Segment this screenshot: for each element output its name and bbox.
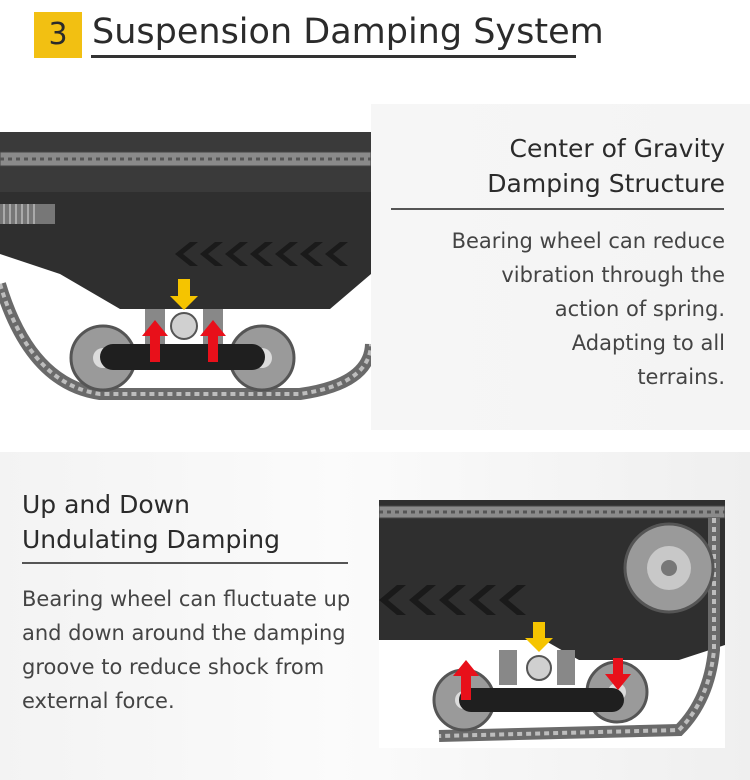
section1-heading: Center of Gravity Damping Structure	[487, 131, 725, 201]
section2-heading-line: Undulating Damping	[22, 525, 280, 554]
section2-body-line: and down around the damping	[22, 621, 346, 645]
section1-body-line: Bearing wheel can reduce	[451, 229, 725, 253]
section2-heading-line: Up and Down	[22, 490, 190, 519]
section1-body-line: action of spring.	[554, 297, 725, 321]
title-underline	[91, 55, 576, 58]
section2-body-line: external force.	[22, 689, 175, 713]
section1-heading-line: Damping Structure	[487, 169, 725, 198]
section2-divider	[22, 562, 348, 564]
section1-body-line: Adapting to all	[571, 331, 725, 355]
section2-body-line: Bearing wheel can fluctuate up	[22, 587, 351, 611]
section-number-badge: 3	[34, 12, 82, 58]
section1-description: Bearing wheel can reduce vibration throu…	[452, 224, 725, 394]
section-title: Suspension Damping System	[92, 12, 604, 52]
section1-divider	[391, 208, 724, 210]
suspension-photo-center-gravity	[0, 104, 371, 430]
section2-description: Bearing wheel can fluctuate up and down …	[22, 582, 350, 718]
section2-heading: Up and Down Undulating Damping	[22, 487, 280, 557]
section-header: 3 Suspension Damping System	[0, 0, 750, 80]
section2-body-line: groove to reduce shock from	[22, 655, 325, 679]
section1-body-line: terrains.	[637, 365, 725, 389]
section1-heading-line: Center of Gravity	[509, 134, 725, 163]
suspension-photo-undulating	[379, 500, 725, 748]
section1-body-line: vibration through the	[501, 263, 725, 287]
